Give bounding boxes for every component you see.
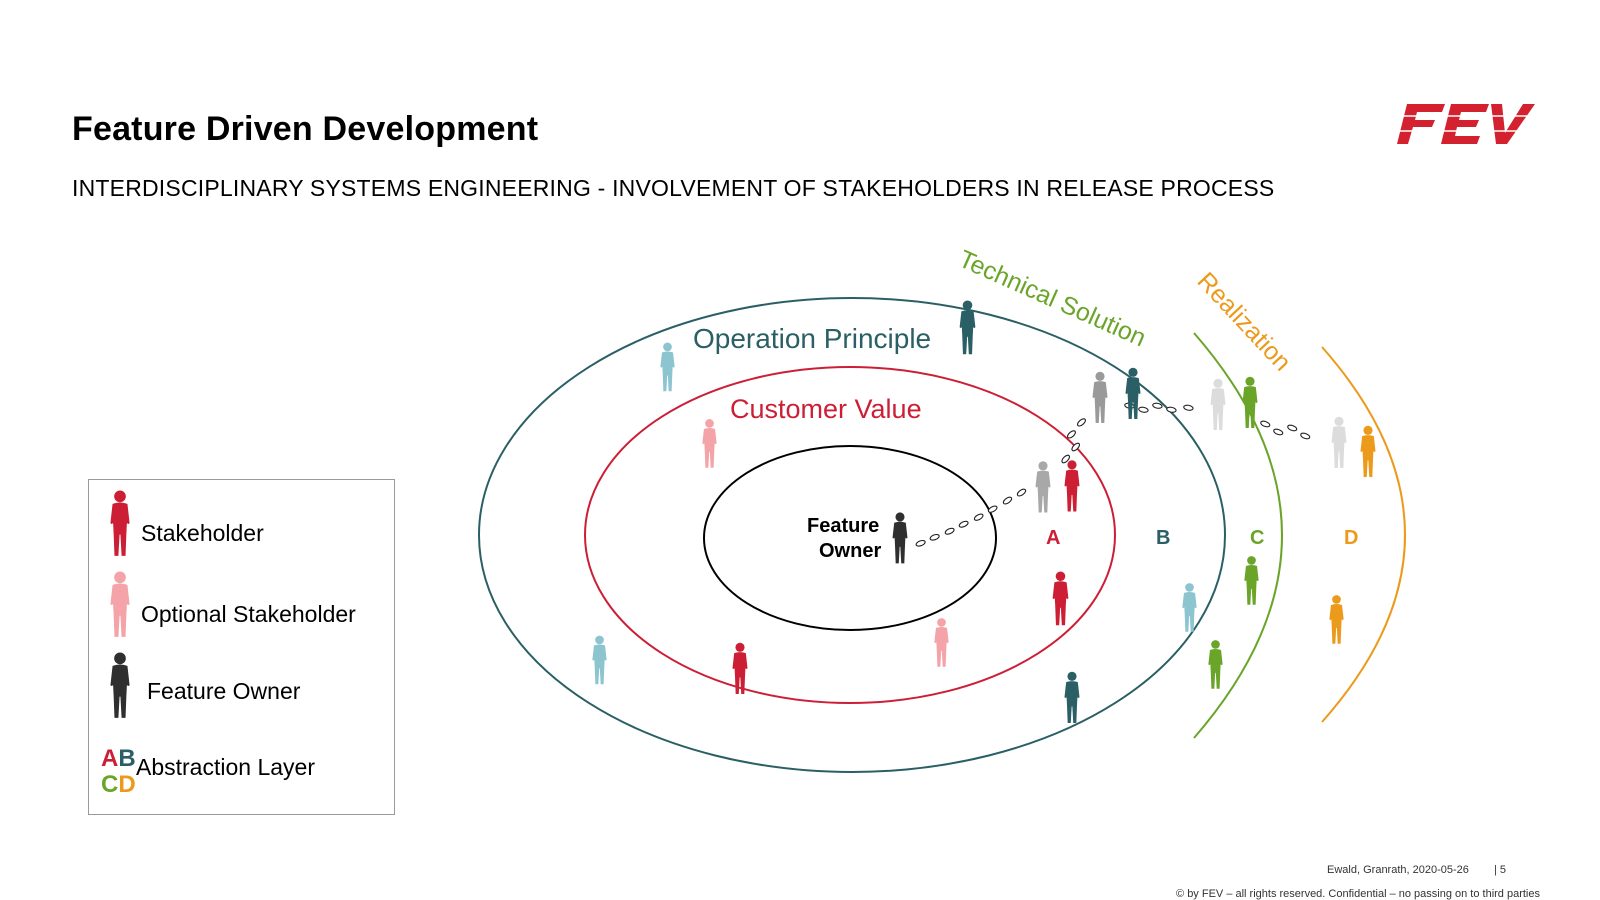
person-icon bbox=[1092, 371, 1108, 423]
person-icon bbox=[1242, 376, 1258, 428]
legend-letter-b: B bbox=[118, 745, 136, 772]
person-icon bbox=[592, 635, 607, 685]
person-icon bbox=[892, 512, 908, 564]
legend-abstraction-label: Abstraction Layer bbox=[136, 754, 315, 780]
person-icon bbox=[660, 342, 675, 392]
layer-letter-b: B bbox=[1156, 527, 1170, 549]
layer-letter-a: A bbox=[1046, 527, 1060, 549]
legend-label: Optional Stakeholder bbox=[141, 600, 356, 627]
arc-realization bbox=[1321, 346, 1406, 723]
ring-label-customer-value: Customer Value bbox=[730, 394, 922, 424]
person-icon bbox=[1035, 461, 1051, 513]
person-icon bbox=[105, 571, 135, 639]
legend-box: Stakeholder Optional Stakeholder Feature… bbox=[88, 479, 395, 815]
legend-label: Feature Owner bbox=[147, 677, 301, 704]
legend-item-optional-stakeholder: Optional Stakeholder bbox=[105, 571, 356, 639]
ring-operation-principle bbox=[478, 297, 1226, 773]
arc-label-technical-solution: Technical Solution bbox=[955, 245, 1150, 353]
legend-item-stakeholder: Stakeholder bbox=[105, 490, 264, 558]
legend-letter-d: D bbox=[118, 771, 136, 798]
legend-abstraction-letters: AB CD bbox=[101, 746, 136, 798]
footer-page-number: | 5 bbox=[1493, 864, 1506, 876]
person-icon bbox=[1360, 425, 1376, 477]
footer-meta: Ewald, Granrath, 2020-05-26 | 5 bbox=[1327, 864, 1506, 876]
layer-letter-d: D bbox=[1344, 527, 1358, 549]
person-icon bbox=[1331, 416, 1347, 468]
arc-technical-solution bbox=[1193, 332, 1283, 739]
person-icon bbox=[1244, 556, 1259, 605]
feature-owner-label-line1: Feature bbox=[807, 515, 879, 537]
person-icon bbox=[1064, 460, 1080, 512]
page-title: Feature Driven Development bbox=[72, 110, 539, 148]
person-icon bbox=[1210, 378, 1226, 430]
legend-letter-c: C bbox=[101, 771, 119, 798]
person-icon bbox=[1064, 671, 1080, 723]
person-icon bbox=[105, 490, 135, 558]
person-icon bbox=[1208, 640, 1223, 689]
person-icon bbox=[702, 419, 717, 468]
person-icon bbox=[1182, 583, 1197, 632]
legend-letter-a: A bbox=[101, 745, 119, 772]
fev-logo bbox=[1395, 104, 1540, 144]
person-icon bbox=[934, 618, 949, 667]
feature-owner-label-line2: Owner bbox=[819, 540, 881, 562]
person-icon bbox=[1052, 571, 1069, 626]
footer-authors-date: Ewald, Granrath, 2020-05-26 bbox=[1327, 864, 1469, 876]
ring-label-operation-principle: Operation Principle bbox=[693, 323, 931, 354]
legend-item-feature-owner: Feature Owner bbox=[105, 652, 300, 720]
arc-label-realization: Realization bbox=[1192, 267, 1297, 377]
page-subtitle: INTERDISCIPLINARY SYSTEMS ENGINEERING - … bbox=[72, 175, 1275, 201]
footer-copyright: © by FEV – all rights reserved. Confiden… bbox=[1176, 888, 1540, 900]
ring-customer-value bbox=[584, 366, 1116, 704]
legend-label: Stakeholder bbox=[141, 519, 264, 546]
person-icon bbox=[1329, 595, 1344, 644]
person-icon bbox=[105, 652, 135, 720]
layer-letter-c: C bbox=[1250, 527, 1264, 549]
ring-feature-owner bbox=[703, 445, 997, 631]
